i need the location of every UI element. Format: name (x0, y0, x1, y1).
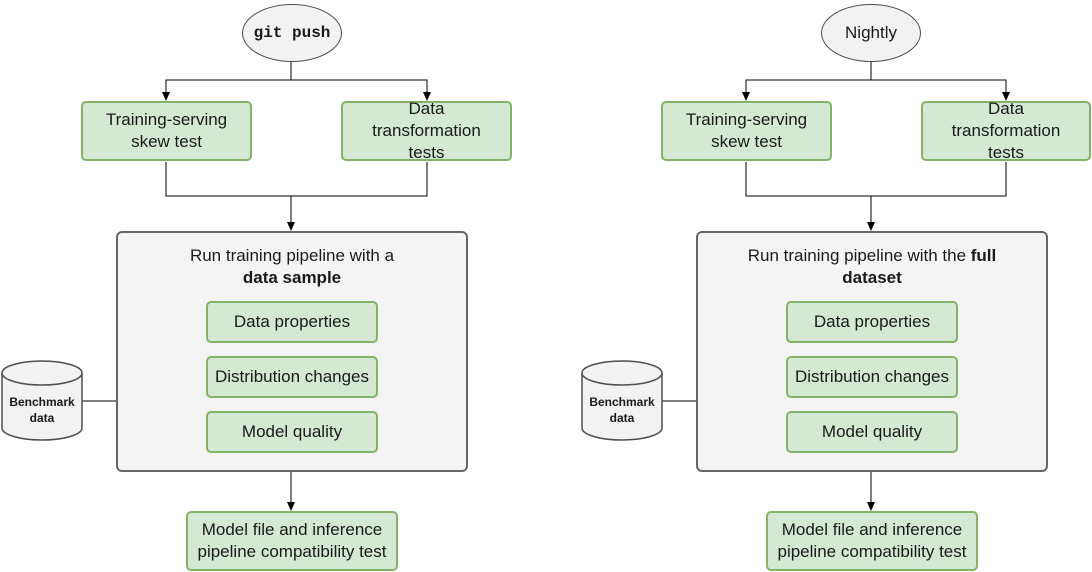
compat-test-label: Model file and inference pipeline compat… (777, 520, 967, 561)
compat-test-label: Model file and inference pipeline compat… (197, 520, 387, 561)
benchmark-data-label: Benchmark data (2, 394, 82, 426)
benchmark-data-text: Benchmark data (9, 395, 75, 425)
distribution-changes-label: Distribution changes (794, 367, 950, 386)
benchmark-data-text: Benchmark data (589, 395, 655, 425)
transform-tests-box: Data transformation tests (921, 99, 1091, 162)
model-quality-label: Model quality (821, 422, 923, 441)
distribution-changes-label: Distribution changes (214, 367, 370, 386)
pipeline-title-text: Run training pipeline with the (747, 246, 971, 265)
model-quality-box: Model quality (206, 411, 378, 453)
benchmark-cylinder-right (581, 360, 663, 441)
model-quality-box: Model quality (786, 411, 958, 453)
skew-test-box: Training-serving skew test (81, 101, 252, 161)
trigger-label: git push (253, 24, 331, 42)
trigger-git-push: git push (242, 4, 342, 62)
trigger-label: Nightly (845, 23, 897, 42)
data-properties-box: Data properties (786, 301, 958, 343)
transform-tests-label: Data transformation tests (951, 99, 1061, 162)
data-properties-label: Data properties (233, 312, 351, 331)
trigger-nightly: Nightly (821, 4, 921, 62)
transform-tests-box: Data transformation tests (341, 99, 512, 162)
model-quality-label: Model quality (241, 422, 343, 441)
transform-tests-label: Data transformation tests (372, 99, 481, 162)
skew-test-label: Training-serving skew test (105, 110, 228, 151)
benchmark-data-label: Benchmark data (582, 394, 662, 426)
compat-test-box: Model file and inference pipeline compat… (766, 511, 978, 571)
data-properties-label: Data properties (813, 312, 931, 331)
data-properties-box: Data properties (206, 301, 378, 343)
skew-test-box: Training-serving skew test (661, 101, 832, 161)
pipeline-title-bold: full dataset (842, 246, 997, 287)
compat-test-box: Model file and inference pipeline compat… (186, 511, 398, 571)
benchmark-cylinder-left (1, 360, 83, 441)
pipeline-title-text: Run training pipeline with a (189, 246, 395, 265)
pipeline-title: Run training pipeline with a data sample (118, 245, 466, 289)
pipeline-title: Run training pipeline with the full data… (698, 245, 1046, 289)
distribution-changes-box: Distribution changes (786, 356, 958, 398)
distribution-changes-box: Distribution changes (206, 356, 378, 398)
pipeline-title-bold: data sample (242, 268, 342, 287)
skew-test-label: Training-serving skew test (685, 110, 808, 151)
